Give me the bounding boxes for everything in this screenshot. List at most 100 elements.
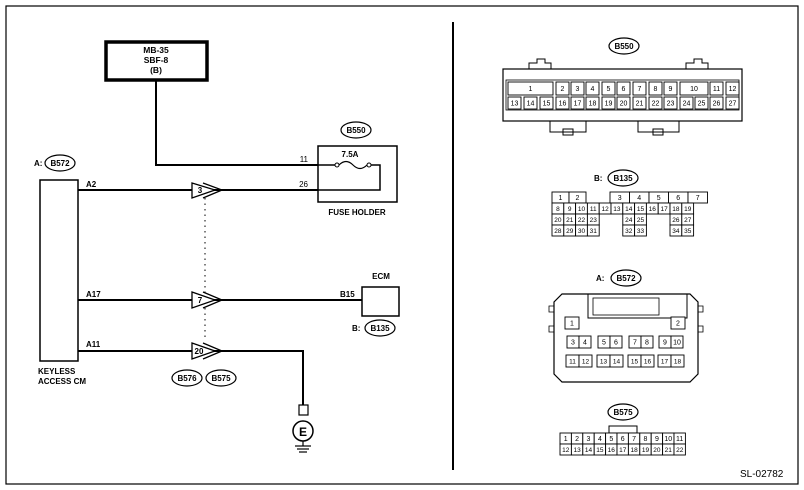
b550-pin-20-cell bbox=[616, 96, 631, 110]
b135-pin-35-cell bbox=[681, 224, 695, 237]
b572-pin-4-label: 4 bbox=[583, 340, 587, 347]
b135-pin-16-label: 16 bbox=[649, 206, 657, 213]
b550-pin-12-cell bbox=[725, 81, 740, 96]
b572-pin-14-cell bbox=[609, 354, 624, 368]
b550-pin-20-label: 20 bbox=[620, 101, 628, 108]
b135-pin-29-label: 29 bbox=[566, 228, 574, 235]
b550-pin-17-cell bbox=[570, 96, 585, 110]
b575-pin-16-label: 16 bbox=[608, 447, 616, 454]
b135-pin-31-label: 31 bbox=[590, 228, 598, 235]
b575-pin-18-label: 18 bbox=[630, 447, 638, 454]
b135-pin-6-label: 6 bbox=[676, 195, 680, 202]
b550-pin-19-cell bbox=[601, 96, 616, 110]
b135-pin-3-label: 3 bbox=[618, 195, 622, 202]
inline-connector-3-label: 3 bbox=[198, 186, 203, 195]
b572-pin-16-label: 16 bbox=[644, 358, 652, 365]
b550-pin-24-label: 24 bbox=[683, 101, 691, 108]
b572-pin-2-cell bbox=[670, 316, 686, 330]
b575-pin-5-label: 5 bbox=[609, 436, 613, 443]
ground-connector-tag-2-outline bbox=[205, 369, 237, 387]
connector-b135-prefix: B: bbox=[594, 174, 602, 183]
b135-pin-15-label: 15 bbox=[637, 206, 645, 213]
ground-connector-tag-1-outline bbox=[171, 369, 203, 387]
b575-pin-11-label: 11 bbox=[676, 436, 683, 443]
b135-pin-11-label: 11 bbox=[590, 206, 597, 213]
b572-pin-6-cell bbox=[609, 335, 623, 349]
b550-pin-2-cell bbox=[555, 81, 570, 96]
ground-symbol-label: E bbox=[299, 425, 307, 439]
mb-box-line2: SBF-8 bbox=[144, 55, 169, 65]
b550-pin-27-cell bbox=[725, 96, 740, 110]
wire-mb-to-fuse bbox=[155, 80, 318, 166]
b550-pin-1-label: 1 bbox=[529, 86, 533, 93]
outer-border bbox=[5, 5, 799, 485]
b550-pin-12-label: 12 bbox=[729, 86, 737, 93]
b135-pin-33-cell bbox=[634, 224, 647, 237]
b572-pin-1-label: 1 bbox=[570, 321, 574, 328]
fuse-holder-label: FUSE HOLDER bbox=[328, 208, 386, 217]
b572-pin-15-label: 15 bbox=[631, 358, 639, 365]
keyless-access-cm: A: B572 KEYLESS ACCESS CM A2 A17 A11 bbox=[34, 154, 101, 386]
b135-pin-31-cell bbox=[586, 224, 600, 237]
b575-pin-7-label: 7 bbox=[632, 436, 636, 443]
b135-pin-25-label: 25 bbox=[637, 217, 645, 224]
ecm-connector-tag: B135 bbox=[370, 324, 390, 333]
b550-pin-27-label: 27 bbox=[729, 101, 737, 108]
b575-pin-17-label: 17 bbox=[619, 447, 627, 454]
fuse-symbol bbox=[338, 160, 368, 170]
fuse-holder-box bbox=[317, 145, 398, 203]
b575-pin-1-label: 1 bbox=[564, 436, 568, 443]
b572-pin-14-label: 14 bbox=[613, 358, 621, 365]
b572-pin-12-label: 12 bbox=[582, 358, 590, 365]
b135-pin-27-label: 27 bbox=[684, 217, 692, 224]
b575-pin-2-label: 2 bbox=[575, 436, 579, 443]
b550-pin-17-label: 17 bbox=[574, 101, 582, 108]
b135-pin-30-label: 30 bbox=[578, 228, 586, 235]
b135-pin-5-label: 5 bbox=[657, 195, 661, 202]
b575-pin-15-label: 15 bbox=[596, 447, 604, 454]
connector-b135-tag: B135 bbox=[613, 174, 633, 183]
inline-connector-7: 7 bbox=[191, 291, 224, 309]
b135-pin-4-label: 4 bbox=[637, 195, 641, 202]
b135-pin-35-label: 35 bbox=[684, 228, 692, 235]
b135-pin-17-label: 17 bbox=[660, 206, 668, 213]
b135-pin-28-label: 28 bbox=[554, 228, 562, 235]
b135-pin-20-label: 20 bbox=[554, 217, 562, 224]
b550-pin-9-cell bbox=[663, 81, 678, 96]
b550-pin-18-cell bbox=[585, 96, 600, 110]
b572-pin-1-cell bbox=[564, 316, 580, 330]
b550-pin-10-cell bbox=[679, 81, 709, 96]
b572-pin-18-label: 18 bbox=[674, 358, 682, 365]
b575-pin-19-label: 19 bbox=[642, 447, 650, 454]
b572-pin-18-cell bbox=[670, 354, 685, 368]
ecm-pin: B15 bbox=[340, 290, 355, 299]
b550-pin-22-cell bbox=[648, 96, 663, 110]
b550-pin-9-label: 9 bbox=[669, 86, 673, 93]
b550-pin-22-label: 22 bbox=[652, 101, 660, 108]
connector-b575-tag: B575 bbox=[613, 408, 633, 417]
b135-pin-24-label: 24 bbox=[625, 217, 633, 224]
connector-b550-housing bbox=[502, 68, 743, 122]
b550-pin-26-cell bbox=[709, 96, 724, 110]
b572-pin-6-label: 6 bbox=[614, 340, 618, 347]
b575-pin-3-label: 3 bbox=[587, 436, 591, 443]
b135-pin-14-label: 14 bbox=[625, 206, 633, 213]
ground-connector-tag-2: B575 bbox=[211, 374, 231, 383]
b550-pin-8-cell bbox=[648, 81, 663, 96]
keyless-pin-a11: A11 bbox=[86, 340, 101, 349]
keyless-label-line2: ACCESS CM bbox=[38, 377, 86, 386]
fuse-pin-in: 11 bbox=[300, 155, 309, 164]
ecm-label: ECM bbox=[372, 272, 390, 281]
b572-pin-5-label: 5 bbox=[602, 340, 606, 347]
b550-pin-5-label: 5 bbox=[607, 86, 611, 93]
b550-pin-13-cell bbox=[507, 96, 522, 110]
connector-b550-tag: B550 bbox=[614, 42, 634, 51]
fuse-pin-out: 26 bbox=[299, 180, 308, 189]
b550-pin-18-label: 18 bbox=[589, 101, 597, 108]
b550-pin-23-cell bbox=[663, 96, 678, 110]
ground-connector-tag-1: B576 bbox=[177, 374, 197, 383]
b550-pin-16-label: 16 bbox=[559, 101, 567, 108]
b135-pin-22-label: 22 bbox=[578, 217, 586, 224]
